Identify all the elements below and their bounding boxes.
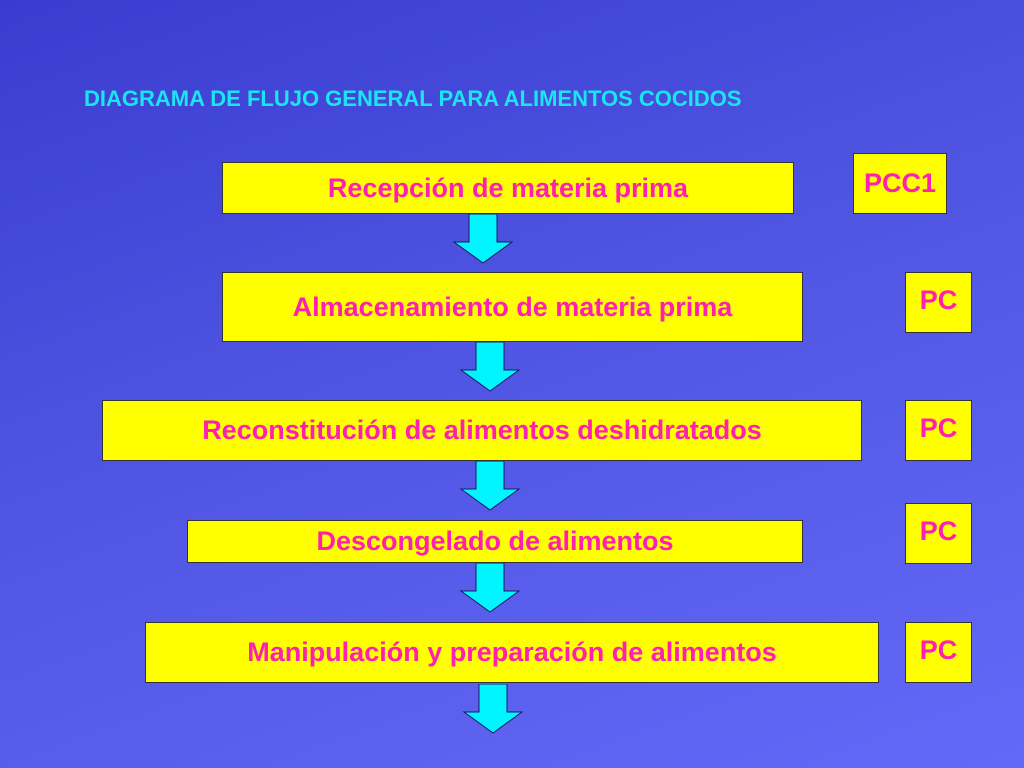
down-arrow-icon [462, 684, 524, 734]
control-badge-step-5: PC [905, 622, 972, 683]
diagram-title: DIAGRAMA DE FLUJO GENERAL PARA ALIMENTOS… [84, 86, 742, 111]
flow-arrow-4 [459, 563, 521, 613]
down-arrow-icon [452, 214, 514, 264]
down-arrow-icon [459, 461, 521, 511]
down-arrow-icon [459, 342, 521, 392]
flow-arrow-3 [459, 461, 521, 511]
control-badge-step-4: PC [905, 503, 972, 564]
step-reconstitution: Reconstitución de alimentos deshidratado… [102, 400, 862, 461]
control-badge-step-2: PC [905, 272, 972, 333]
step-storage: Almacenamiento de materia prima [222, 272, 803, 342]
flow-arrow-5 [462, 684, 524, 734]
control-badge-step-3: PC [905, 400, 972, 461]
step-thawing: Descongelado de alimentos [187, 520, 803, 563]
down-arrow-icon [459, 563, 521, 613]
flow-arrow-1 [452, 214, 514, 264]
control-badge-step-1: PCC1 [853, 153, 947, 214]
step-handling-preparation: Manipulación y preparación de alimentos [145, 622, 879, 683]
step-reception: Recepción de materia prima [222, 162, 794, 214]
flow-arrow-2 [459, 342, 521, 392]
